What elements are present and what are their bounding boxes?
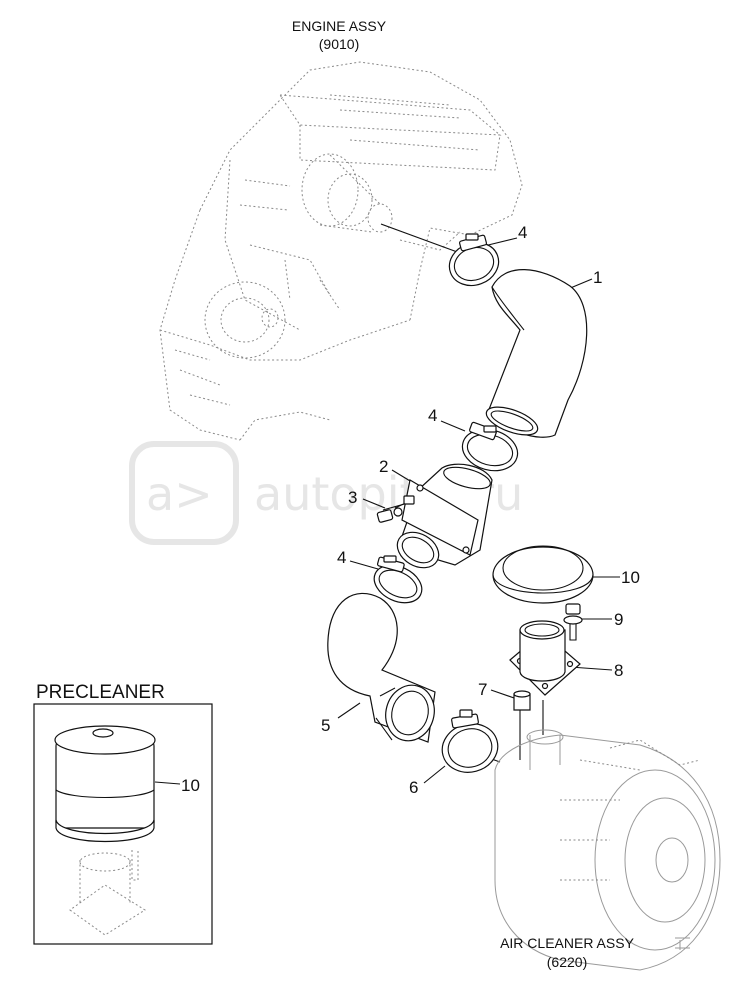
- callout-10: 10: [621, 568, 640, 587]
- callout-4-middle: 4: [428, 406, 437, 425]
- callout-6: 6: [409, 778, 418, 797]
- bolt-part-9: [563, 603, 583, 641]
- precleaner-title: PRECLEANER: [36, 682, 165, 703]
- adapter-part-8: [509, 620, 581, 696]
- hose-part-5: [327, 592, 436, 743]
- cap-part-10: [492, 545, 594, 604]
- callout-8: 8: [614, 661, 623, 680]
- clamp-part-4-top: [448, 233, 500, 287]
- precleaner-panel: [33, 703, 213, 945]
- bolt-part-3: [376, 495, 415, 523]
- clamp-part-4-middle: [461, 421, 519, 472]
- indicator-part-7: [513, 690, 531, 711]
- adapter-part-2: [396, 463, 493, 569]
- air-cleaner-assy-code: (6220): [547, 954, 587, 970]
- engine-assy-title: ENGINE ASSY: [292, 18, 387, 34]
- air-cleaner-assy-drawing: [494, 729, 721, 971]
- callout-1: 1: [593, 268, 602, 287]
- clamp-part-6: [441, 709, 499, 773]
- watermark-logo: a>: [146, 467, 213, 521]
- callout-2: 2: [379, 457, 388, 476]
- callout-7: 7: [478, 680, 487, 699]
- engine-assy-code: (9010): [319, 36, 359, 52]
- callout-precleaner-10: 10: [181, 776, 200, 795]
- air-cleaner-assy-title: AIR CLEANER ASSY: [500, 935, 634, 951]
- clamp-part-4-lower: [373, 555, 423, 604]
- callout-4-top: 4: [518, 223, 527, 242]
- callout-4-lower: 4: [337, 548, 346, 567]
- callout-9: 9: [614, 610, 623, 629]
- callout-3: 3: [348, 488, 357, 507]
- callout-5: 5: [321, 716, 330, 735]
- hose-part-1: [485, 269, 588, 438]
- engine-assy-drawing: [159, 61, 523, 441]
